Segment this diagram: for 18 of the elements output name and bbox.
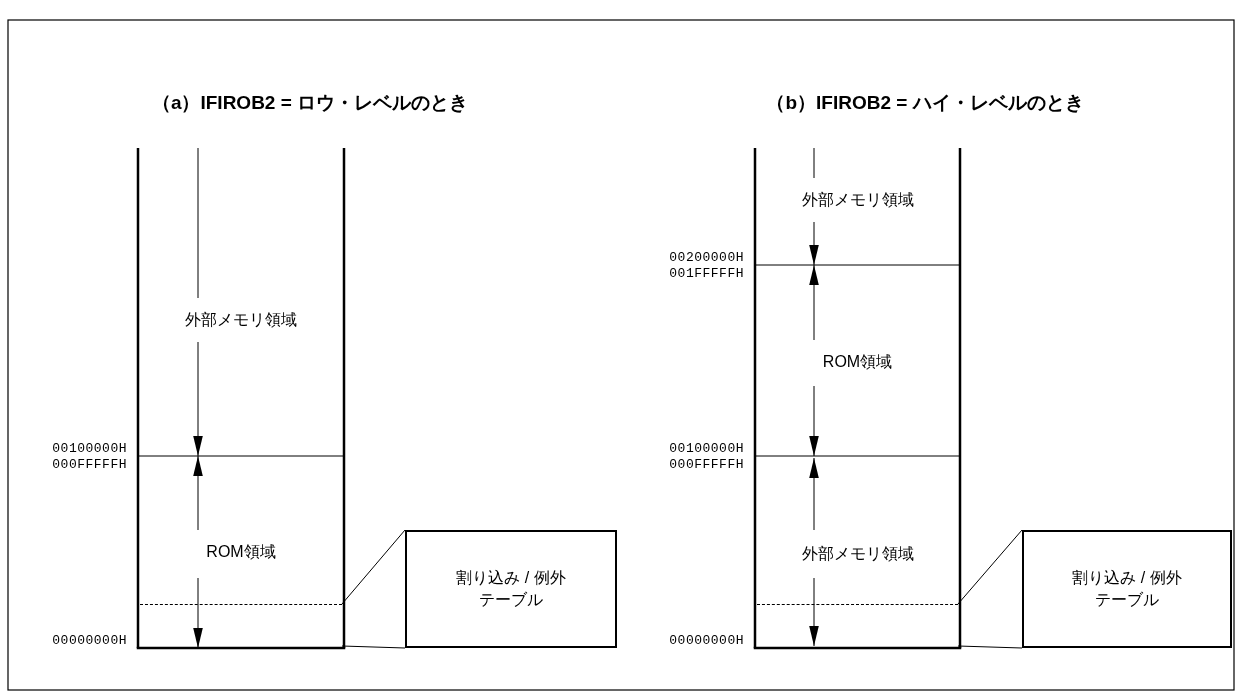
address-label: 00200000H	[668, 250, 744, 264]
table-label: 割り込み / 例外テーブル	[1071, 568, 1183, 610]
address-label: 00000000H	[51, 633, 127, 647]
address-label: 000FFFFFH	[51, 457, 127, 471]
address-label: 00100000H	[668, 441, 744, 455]
panel-title: （b）IFIROB2 = ハイ・レベルのとき	[766, 91, 1084, 115]
address-label: 00100000H	[51, 441, 127, 455]
table-box	[405, 530, 617, 648]
table-label: 割り込み / 例外テーブル	[455, 568, 567, 610]
table-box	[1022, 530, 1232, 648]
address-label: 00000000H	[668, 633, 744, 647]
address-label: 000FFFFFH	[668, 457, 744, 471]
expansion-line	[957, 529, 1023, 605]
address-label: 001FFFFFH	[668, 266, 744, 280]
expansion-line	[957, 645, 1023, 649]
panel-title: （a）IFIROB2 = ロウ・レベルのとき	[151, 91, 469, 115]
expansion-line	[341, 645, 406, 649]
expansion-line	[341, 529, 406, 605]
